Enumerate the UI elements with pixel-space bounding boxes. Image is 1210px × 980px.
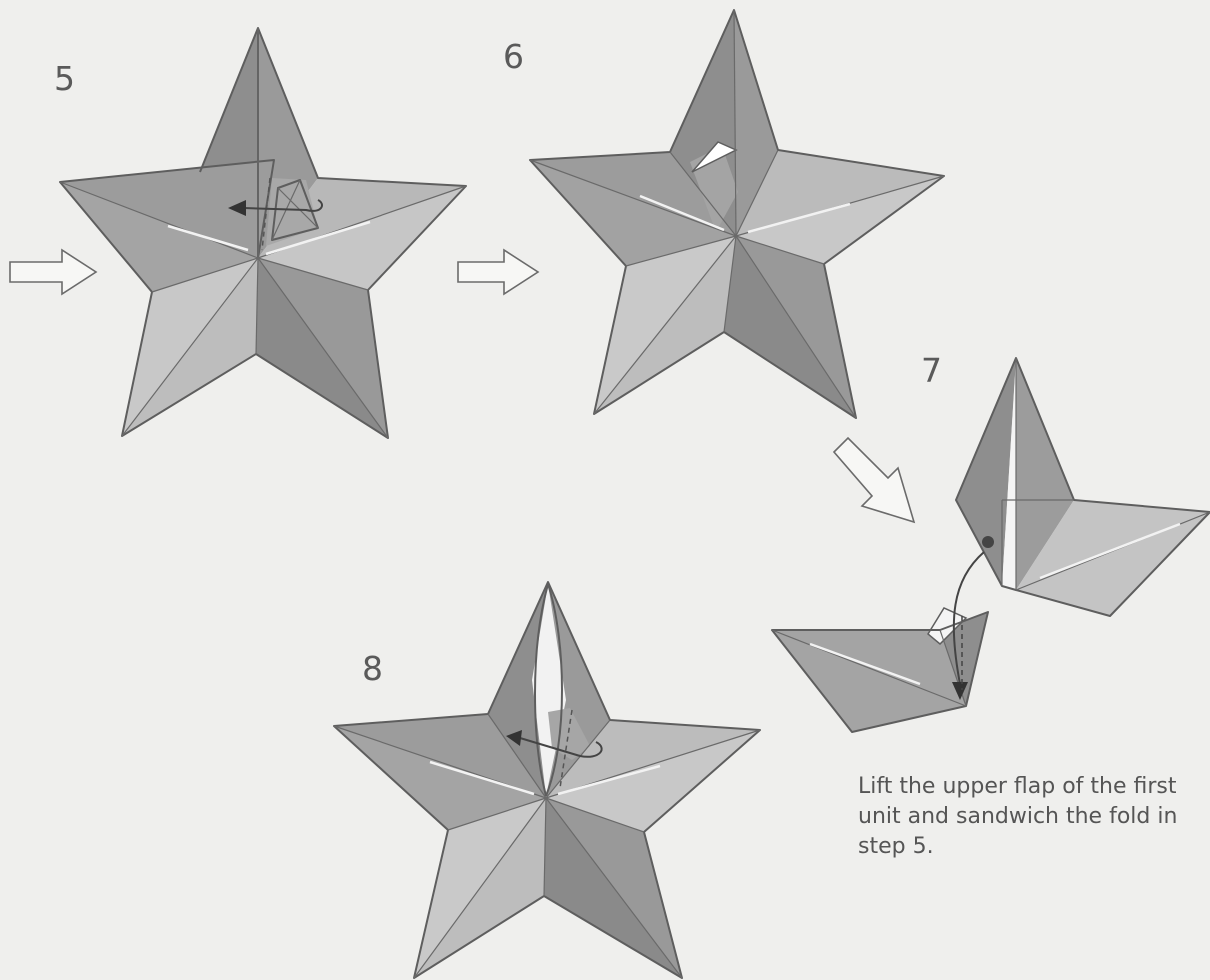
step7-lower-left <box>772 630 966 732</box>
step6-star <box>530 10 944 418</box>
step-number-5: 5 <box>54 62 75 95</box>
step5-star <box>60 28 466 438</box>
arrow-step6-to-step7 <box>834 438 914 522</box>
step8-star <box>334 582 760 978</box>
step7-units <box>772 358 1210 732</box>
step-number-8: 8 <box>362 652 383 685</box>
step-number-6: 6 <box>503 40 524 73</box>
step7-pivot-dot <box>982 536 994 548</box>
step-number-7: 7 <box>921 354 942 387</box>
instruction-text: Lift the upper flap of the first unit an… <box>858 772 1208 862</box>
arrow-into-step5 <box>10 250 96 294</box>
arrow-step5-to-step6 <box>458 250 538 294</box>
